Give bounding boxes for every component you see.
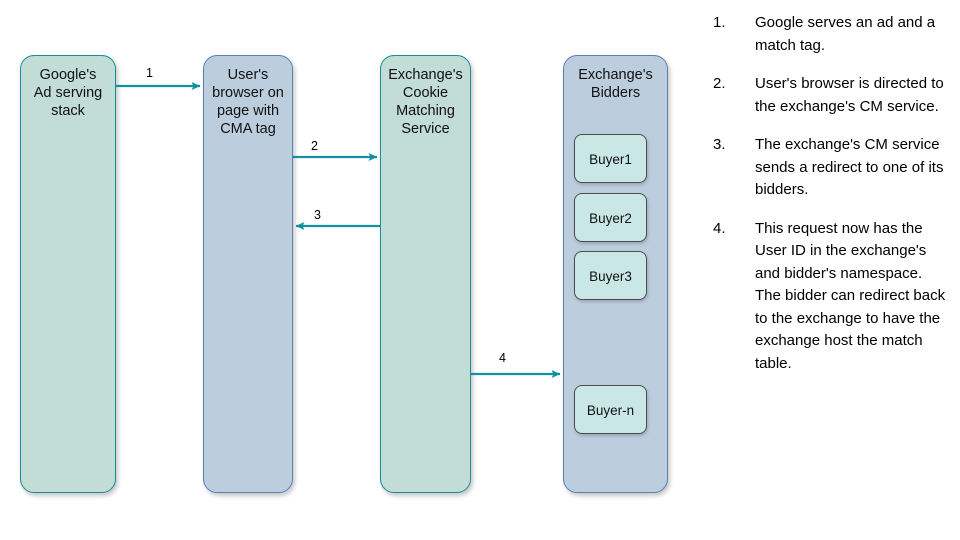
buyer-box: Buyer1	[574, 134, 647, 183]
arrow-label-1: 1	[146, 66, 153, 80]
lane-browser-label: User's browser on page with CMA tag	[212, 67, 284, 137]
step-text: User's browser is directed to the exchan…	[755, 75, 944, 115]
lane-google-ad-serving-stack: Google's Ad serving stack	[20, 55, 116, 493]
lane-user-browser: User's browser on page with CMA tag	[203, 55, 293, 493]
lane-google-label: Google's Ad serving stack	[33, 67, 103, 119]
step-number: 3.	[713, 136, 726, 153]
buyer-box: Buyer3	[574, 251, 647, 300]
buyer-box: Buyer2	[574, 193, 647, 242]
lane-bidders-label: Exchange's Bidders	[578, 67, 653, 101]
list-item: 1. Google serves an ad and a match tag.	[710, 12, 950, 57]
arrow-label-3: 3	[314, 208, 321, 222]
step-number: 1.	[713, 14, 726, 31]
list-item: 4. This request now has the User ID in t…	[710, 218, 950, 376]
step-text: This request now has the User ID in the …	[755, 219, 946, 372]
arrow-label-4: 4	[499, 351, 506, 365]
list-item: 2. User's browser is directed to the exc…	[710, 73, 950, 118]
step-number: 4.	[713, 219, 726, 237]
lane-exchange-cookie-matching-service: Exchange's Cookie Matching Service	[380, 55, 471, 493]
list-item: 3. The exchange's CM service sends a red…	[710, 134, 950, 202]
buyer-box: Buyer-n	[574, 385, 647, 434]
step-text: Google serves an ad and a match tag.	[755, 14, 936, 54]
lane-cms-label: Exchange's Cookie Matching Service	[388, 67, 463, 137]
step-text: The exchange's CM service sends a redire…	[755, 136, 944, 198]
step-number: 2.	[713, 75, 726, 92]
arrow-label-2: 2	[311, 139, 318, 153]
steps-list: 1. Google serves an ad and a match tag. …	[710, 12, 950, 391]
